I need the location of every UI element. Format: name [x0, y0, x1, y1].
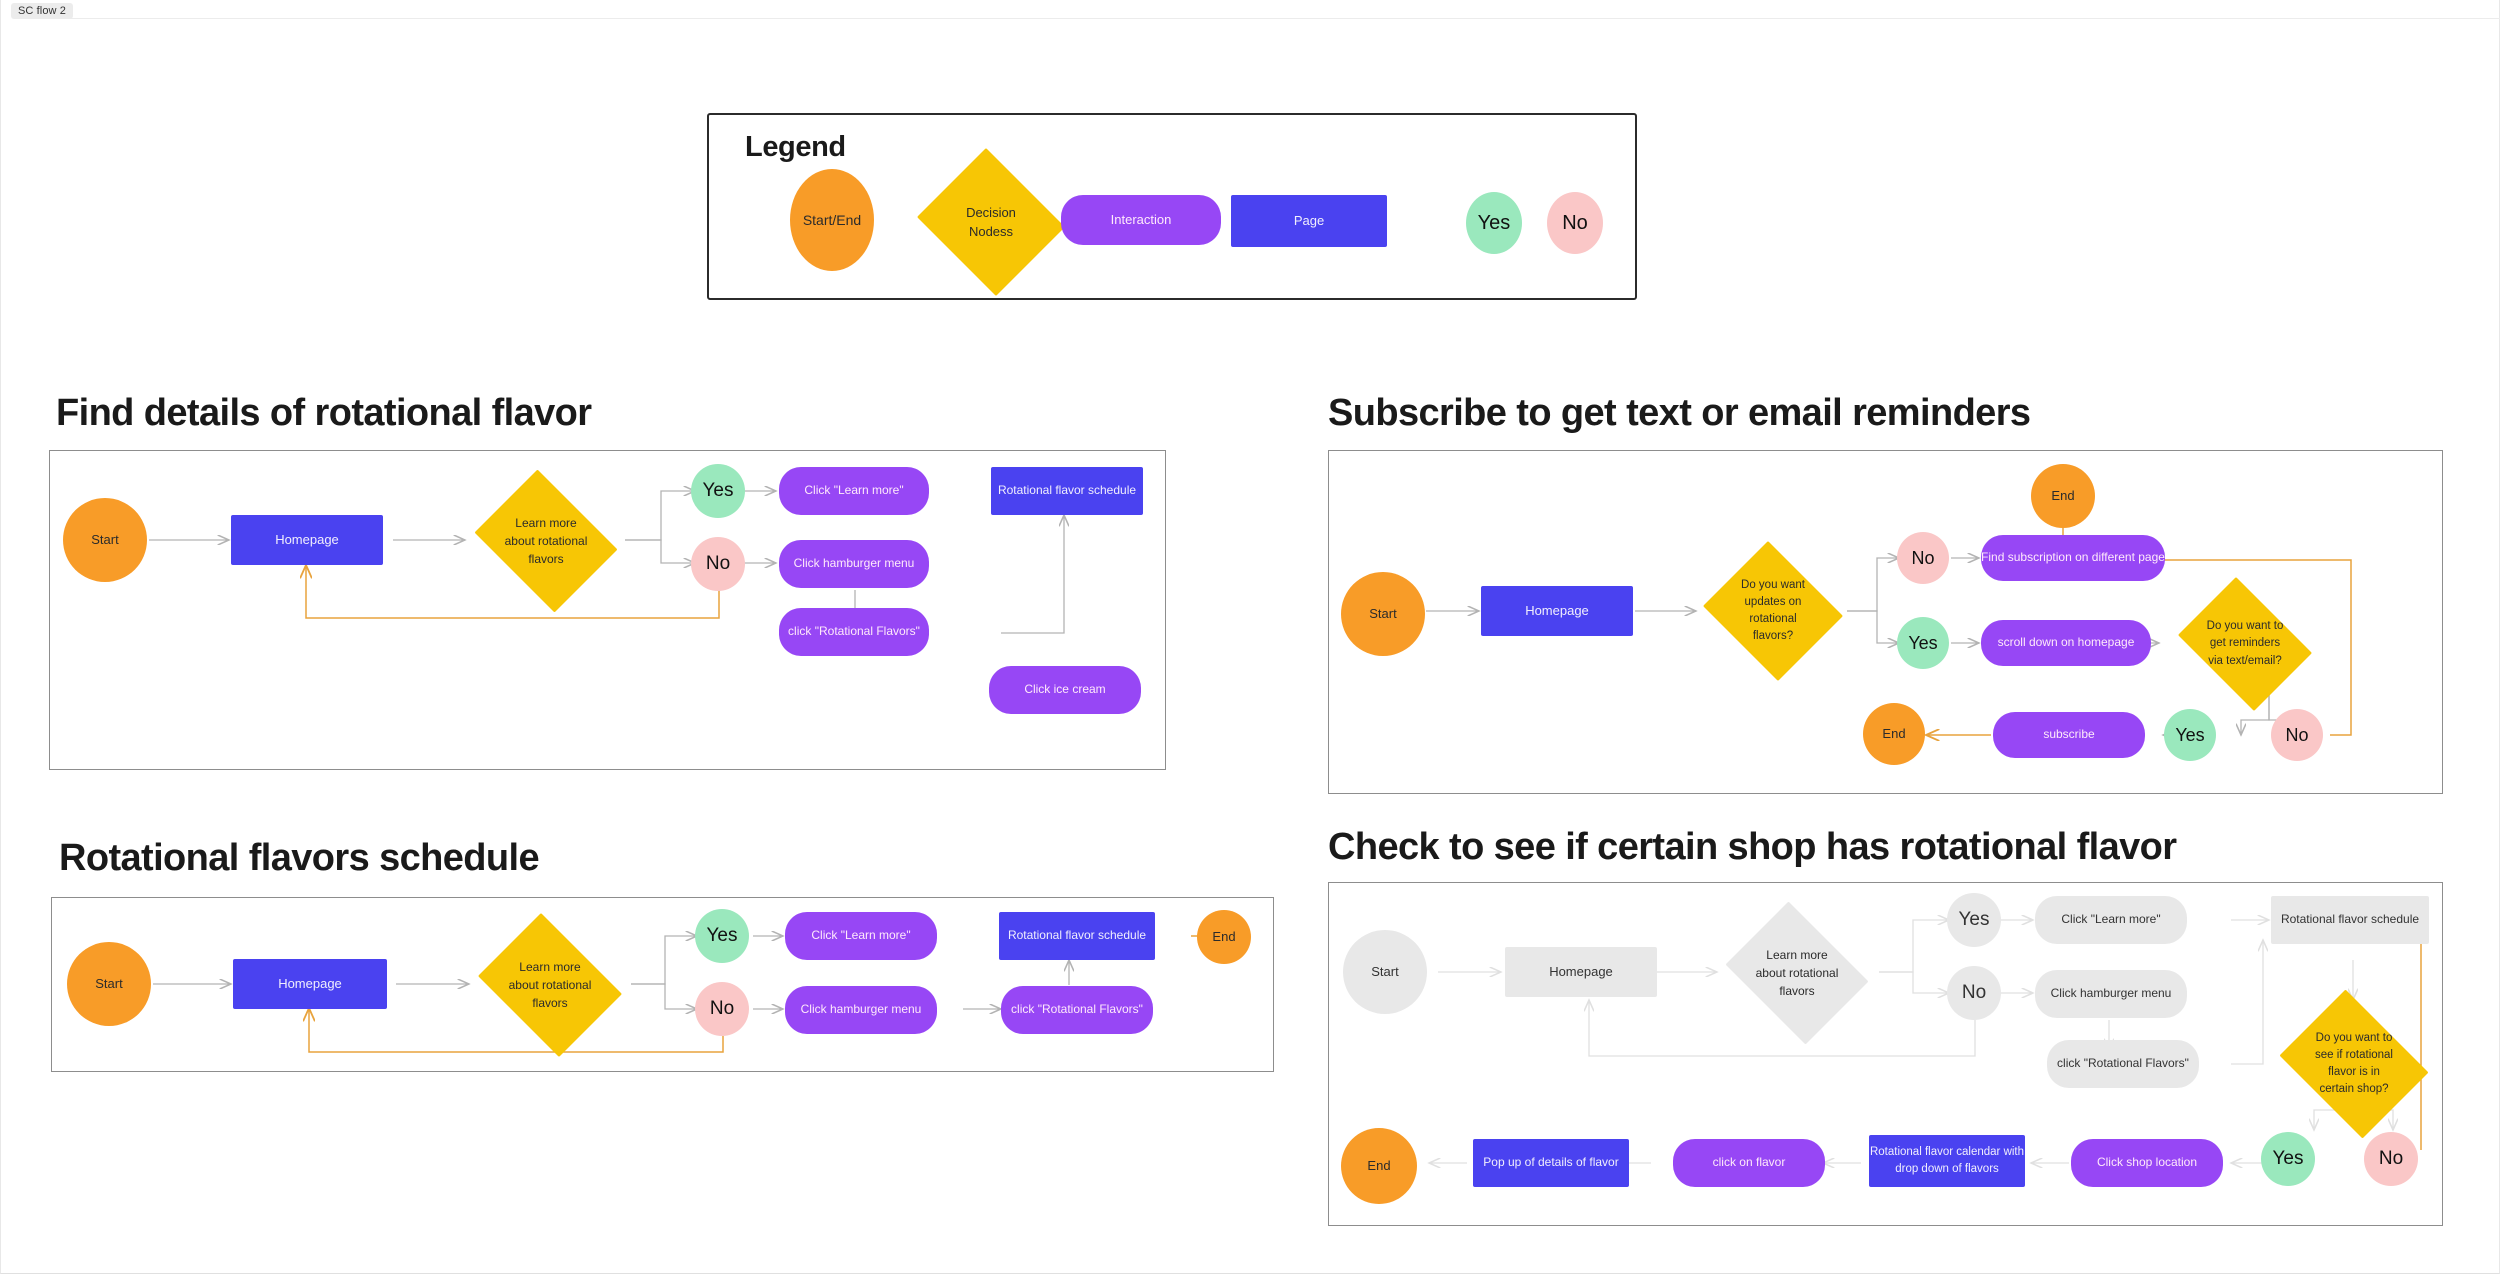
flow-2-node-decision-updates[interactable]: Do you want updates on rotational flavor…: [1698, 541, 1848, 681]
legend-title: Legend: [745, 131, 846, 163]
flow-3-title: Rotational flavors schedule: [59, 837, 540, 879]
flow-3-node-homepage[interactable]: Homepage: [233, 959, 387, 1009]
legend-no-label: No: [1562, 211, 1588, 234]
flow-2-node-subscribe[interactable]: subscribe: [1993, 712, 2145, 758]
legend-yes-label: Yes: [1477, 211, 1511, 234]
legend-start-end-shape: Start/End: [790, 169, 874, 271]
flow-4-node-yes[interactable]: Yes: [1947, 893, 2001, 947]
frame-top-divider: [66, 18, 2500, 19]
flow-4-node-click-shop-location[interactable]: Click shop location: [2071, 1139, 2223, 1187]
flow-1-node-click-learn-more[interactable]: Click "Learn more": [779, 467, 929, 515]
flow-1-node-click-hamburger-menu[interactable]: Click hamburger menu: [779, 540, 929, 588]
frame-label[interactable]: SC flow 2: [11, 3, 73, 19]
flow-3-node-yes[interactable]: Yes: [695, 909, 749, 963]
flow-1-node-rotational-flavor-schedule[interactable]: Rotational flavor schedule: [991, 467, 1143, 515]
flow-1-node-decision[interactable]: Learn more about rotational flavors: [466, 469, 626, 613]
flow-3-node-no[interactable]: No: [695, 982, 749, 1036]
flow-4-node-click-on-flavor[interactable]: click on flavor: [1673, 1139, 1825, 1187]
flow-4-node-click-rotational-flavors[interactable]: click "Rotational Flavors": [2047, 1040, 2199, 1088]
flow-4-node-decision-shop[interactable]: Do you want to see if rotational flavor …: [2271, 989, 2437, 1139]
flow-4-node-click-hamburger-menu[interactable]: Click hamburger menu: [2035, 970, 2187, 1018]
flow-2-node-homepage[interactable]: Homepage: [1481, 586, 1633, 636]
flow-1-node-yes[interactable]: Yes: [691, 464, 745, 518]
flow-2-node-start[interactable]: Start: [1341, 572, 1425, 656]
flow-2-node-end-bottom[interactable]: End: [1863, 703, 1925, 765]
legend-interaction-label: Interaction: [1110, 211, 1172, 227]
flow-1-node-click-ice-cream[interactable]: Click ice cream: [989, 666, 1141, 714]
legend-interaction-shape: Interaction: [1061, 195, 1221, 245]
flow-4-node-end[interactable]: End: [1341, 1128, 1417, 1204]
legend-page-shape: Page: [1231, 195, 1387, 247]
legend-no-shape: No: [1547, 192, 1603, 254]
flow-4-title: Check to see if certain shop has rotatio…: [1328, 826, 2177, 868]
flow-1-node-homepage[interactable]: Homepage: [231, 515, 383, 565]
legend-decision-label-line1: Decision: [966, 204, 1016, 220]
flow-3-node-end[interactable]: End: [1197, 910, 1251, 964]
legend-box: Legend Start/End Decision Nodess Interac…: [707, 113, 1637, 300]
legend-decision-label: Decision Nodess: [966, 203, 1016, 242]
flow-4-node-calendar[interactable]: Rotational flavor calendar with drop dow…: [1869, 1135, 2025, 1187]
flow-3-node-click-rotational-flavors[interactable]: click "Rotational Flavors": [1001, 986, 1153, 1034]
flow-4-node-start[interactable]: Start: [1343, 930, 1427, 1014]
legend-start-end-label: Start/End: [802, 211, 862, 228]
flow-1-title: Find details of rotational flavor: [56, 392, 592, 434]
flow-1-node-start[interactable]: Start: [63, 498, 147, 582]
flow-4-node-no-2[interactable]: No: [2364, 1132, 2418, 1186]
flow-4-node-yes-2[interactable]: Yes: [2261, 1132, 2315, 1186]
flow-4-node-click-learn-more[interactable]: Click "Learn more": [2035, 896, 2187, 944]
flow-3-node-rotational-flavor-schedule[interactable]: Rotational flavor schedule: [999, 912, 1155, 960]
flow-2-node-no[interactable]: No: [1897, 532, 1949, 584]
flow-2-node-yes-2[interactable]: Yes: [2164, 709, 2216, 761]
flow-2-node-end-top[interactable]: End: [2031, 464, 2095, 528]
legend-decision-label-line2: Nodess: [968, 224, 1014, 239]
flow-2-title: Subscribe to get text or email reminders: [1328, 392, 2031, 434]
flow-2-node-decision-reminders[interactable]: Do you want to get reminders via text/em…: [2169, 577, 2321, 711]
flow-2-node-yes[interactable]: Yes: [1897, 617, 1949, 669]
flow-1-node-no[interactable]: No: [691, 537, 745, 591]
flow-2-node-no-2[interactable]: No: [2271, 709, 2323, 761]
legend-yes-shape: Yes: [1466, 192, 1522, 254]
flow-2-node-scroll-down[interactable]: scroll down on homepage: [1981, 620, 2151, 666]
legend-decision-shape: Decision Nodess: [912, 148, 1070, 296]
flow-4-node-no[interactable]: No: [1947, 966, 2001, 1020]
flow-4-node-decision[interactable]: Learn more about rotational flavors: [1717, 901, 1877, 1045]
flow-4-node-popup-details[interactable]: Pop up of details of flavor: [1473, 1139, 1629, 1187]
flow-3-node-click-learn-more[interactable]: Click "Learn more": [785, 912, 937, 960]
flow-4-node-rotational-flavor-schedule[interactable]: Rotational flavor schedule: [2271, 896, 2429, 944]
flow-3-node-click-hamburger-menu[interactable]: Click hamburger menu: [785, 986, 937, 1034]
flow-3-node-start[interactable]: Start: [67, 942, 151, 1026]
flow-4-node-homepage[interactable]: Homepage: [1505, 947, 1657, 997]
flow-1-node-click-rotational-flavors[interactable]: click "Rotational Flavors": [779, 608, 929, 656]
legend-page-label: Page: [1293, 212, 1325, 228]
flow-2-node-find-subscription[interactable]: Find subscription on different page: [1981, 535, 2165, 581]
flow-3-node-decision[interactable]: Learn more about rotational flavors: [469, 913, 631, 1057]
